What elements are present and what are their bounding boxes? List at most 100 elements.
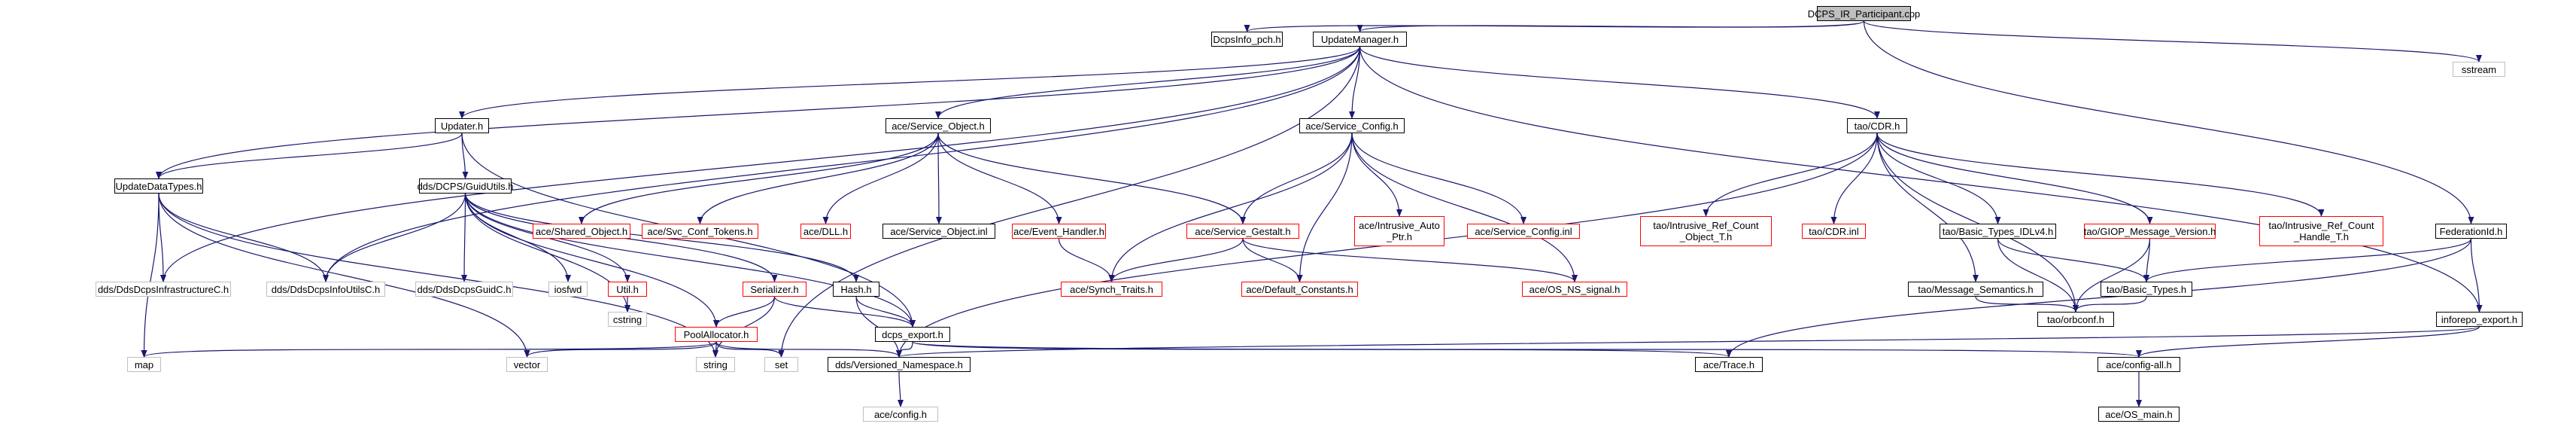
node-ace-synch-traits-h[interactable]: ace/Synch_Traits.h bbox=[1061, 282, 1162, 297]
node-updatemanager-h[interactable]: UpdateManager.h bbox=[1313, 32, 1407, 47]
edge-service_gestalt-to-os_ns_signal bbox=[1242, 238, 1578, 282]
node-dds-dcps-infoutilsc-h[interactable]: dds/DdsDcpsInfoUtilsC.h bbox=[266, 282, 385, 297]
edge-service_config-to-service_gestalt bbox=[1240, 133, 1353, 224]
edge-service_config-to-intrusive_auto_ptr bbox=[1351, 133, 1402, 217]
edge-inforepo_export-to-config_all bbox=[2136, 326, 2480, 358]
edge-federationid-to-inforepo_export bbox=[2470, 238, 2483, 313]
edge-service_gestalt-to-default_constants bbox=[1242, 238, 1303, 282]
edge-updatedatatypes-to-string bbox=[158, 193, 718, 358]
node-string[interactable]: string bbox=[696, 357, 735, 372]
node-dds-dcps-infrastructurec-h[interactable]: dds/DdsDcpsInfrastructureC.h bbox=[96, 282, 231, 297]
edge-service_gestalt-to-synch_traits bbox=[1108, 238, 1244, 282]
node-sstream[interactable]: sstream bbox=[2453, 62, 2505, 77]
node-tao-basic-types-idlv4-h[interactable]: tao/Basic_Types_IDLv4.h bbox=[1940, 224, 2056, 239]
node-dcpsinfo-pch-h[interactable]: DcpsInfo_pch.h bbox=[1211, 32, 1283, 47]
node-util-h[interactable]: Util.h bbox=[608, 282, 647, 297]
node-hash-h[interactable]: Hash.h bbox=[833, 282, 879, 297]
edge-tao_cdr-to-tao_cdr_inl bbox=[1830, 133, 1878, 224]
node-tao-intrusive-ref-count-object-t-h[interactable]: tao/Intrusive_Ref_Count _Object_T.h bbox=[1640, 216, 1772, 246]
node-ace-service-object-inl[interactable]: ace/Service_Object.inl bbox=[882, 224, 995, 239]
node-map[interactable]: map bbox=[127, 357, 161, 372]
edge-root-to-updatemanager bbox=[1356, 20, 1865, 32]
node-poolallocator-h[interactable]: PoolAllocator.h bbox=[675, 327, 758, 342]
node-ace-service-config-inl[interactable]: ace/Service_Config.inl bbox=[1467, 224, 1580, 239]
edge-service_config-to-synch_traits bbox=[1108, 133, 1353, 282]
node-set[interactable]: set bbox=[764, 357, 798, 372]
edge-federationid-to-ace_trace bbox=[1726, 238, 2472, 358]
edge-service_object-to-ace_dll bbox=[822, 133, 939, 224]
node-tao-cdr-inl[interactable]: tao/CDR.inl bbox=[1802, 224, 1866, 239]
edge-updatedatatypes-to-vector bbox=[158, 193, 530, 358]
edge-basic_types-to-orbconf bbox=[2073, 296, 2147, 313]
edge-updatemanager-to-updater bbox=[459, 46, 1361, 119]
edge-service_config-to-os_ns_signal bbox=[1351, 133, 1578, 282]
node-ace-dll-h[interactable]: ace/DLL.h bbox=[800, 224, 851, 239]
edge-updatedatatypes-to-map bbox=[141, 193, 159, 358]
edge-tao_cdr-to-giop_message_version bbox=[1876, 133, 2153, 224]
node-updatedatatypes-h[interactable]: UpdateDataTypes.h bbox=[114, 178, 203, 194]
node-ace-default-constants-h[interactable]: ace/Default_Constants.h bbox=[1241, 282, 1358, 297]
edge-poolallocator-to-string bbox=[712, 341, 719, 358]
edge-federationid-to-basic_types bbox=[2143, 238, 2472, 282]
edge-guidutils-to-dcps_export bbox=[464, 193, 916, 328]
edge-basic_types_idlv4-to-basic_types bbox=[1997, 238, 2149, 282]
edge-poolallocator-to-map bbox=[141, 341, 717, 358]
edge-tao_cdr-to-orbconf bbox=[1876, 133, 2079, 313]
node-tao-cdr-h[interactable]: tao/CDR.h bbox=[1847, 118, 1907, 133]
edge-tao_cdr-to-message_semantics bbox=[1876, 133, 1979, 282]
node-federationid-h[interactable]: FederationId.h bbox=[2435, 224, 2507, 239]
node-tao-giop-message-version-h[interactable]: tao/GIOP_Message_Version.h bbox=[2084, 224, 2216, 239]
edge-updatemanager-to-updatedatatypes bbox=[156, 46, 1361, 179]
edge-updatemanager-to-infrastructurec bbox=[160, 46, 1361, 282]
node-dcps-export-h[interactable]: dcps_export.h bbox=[875, 327, 950, 342]
edge-service_object-to-event_handler bbox=[937, 133, 1062, 224]
node-ace-config-h[interactable]: ace/config.h bbox=[863, 407, 938, 422]
edge-tao_cdr-to-intrusive_ref_count_handle bbox=[1876, 133, 2325, 217]
node-ace-service-object-h[interactable]: ace/Service_Object.h bbox=[886, 118, 991, 133]
node-tao-orbconf-h[interactable]: tao/orbconf.h bbox=[2037, 312, 2114, 327]
edge-tao_cdr-to-basic_types_idlv4 bbox=[1876, 133, 2001, 224]
edge-versioned_namespace-to-ace_config bbox=[897, 371, 904, 407]
node-dds-dcps-guidc-h[interactable]: dds/DdsDcpsGuidC.h bbox=[415, 282, 513, 297]
edge-root-to-sstream bbox=[1863, 20, 2482, 63]
node-iosfwd[interactable]: iosfwd bbox=[548, 282, 588, 297]
edge-service_config-to-default_constants bbox=[1296, 133, 1353, 282]
edge-poolallocator-to-versioned_namespace bbox=[715, 341, 902, 358]
node-ace-event-handler-h[interactable]: ace/Event_Handler.h bbox=[1012, 224, 1106, 239]
edge-updatemanager-to-set bbox=[778, 46, 1361, 358]
node-dcps-ir-participant-cpp[interactable]: DCPS_IR_Participant.cpp bbox=[1808, 6, 1920, 21]
node-tao-message-semantics-h[interactable]: tao/Message_Semantics.h bbox=[1908, 282, 2043, 297]
node-ace-service-gestalt-h[interactable]: ace/Service_Gestalt.h bbox=[1186, 224, 1299, 239]
edge-inforepo_export-to-versioned_namespace bbox=[896, 326, 2480, 358]
node-inforepo-export-h[interactable]: inforepo_export.h bbox=[2436, 312, 2523, 327]
edge-dcps_export-to-versioned_namespace bbox=[896, 341, 913, 358]
node-ace-service-config-h[interactable]: ace/Service_Config.h bbox=[1299, 118, 1405, 133]
node-serializer-h[interactable]: Serializer.h bbox=[743, 282, 807, 297]
node-dds-dcps-guidutils-h[interactable]: dds/DCPS/GuidUtils.h bbox=[418, 178, 513, 194]
node-ace-config-all-h[interactable]: ace/config-all.h bbox=[2098, 357, 2180, 372]
edge-serializer-to-dcps_export bbox=[773, 296, 916, 328]
edge-updatemanager-to-service_config bbox=[1349, 46, 1361, 119]
node-ace-trace-h[interactable]: ace/Trace.h bbox=[1695, 357, 1763, 372]
node-tao-intrusive-ref-count-handle-t-h[interactable]: tao/Intrusive_Ref_Count _Handle_T.h bbox=[2259, 216, 2383, 246]
edge-service_object-to-service_object_inl bbox=[935, 133, 942, 224]
node-ace-shared-object-h[interactable]: ace/Shared_Object.h bbox=[533, 224, 630, 239]
node-ace-svc-conf-tokens-h[interactable]: ace/Svc_Conf_Tokens.h bbox=[642, 224, 758, 239]
edge-dcps_export-to-config_all bbox=[912, 341, 2142, 358]
node-tao-basic-types-h[interactable]: tao/Basic_Types.h bbox=[2101, 282, 2192, 297]
edge-updatemanager-to-infoutilsc bbox=[323, 46, 1361, 282]
edge-hash-to-dcps_export bbox=[855, 296, 916, 328]
edge-serializer-to-poolallocator bbox=[713, 296, 776, 328]
node-cstring[interactable]: cstring bbox=[608, 312, 647, 327]
edge-root-to-federationid bbox=[1863, 20, 2474, 224]
edge-updatemanager-to-service_object bbox=[935, 46, 1361, 119]
node-ace-os-main-h[interactable]: ace/OS_main.h bbox=[2098, 407, 2180, 422]
edge-guidutils-to-infoutilsc bbox=[323, 193, 466, 282]
node-updater-h[interactable]: Updater.h bbox=[435, 118, 489, 133]
node-dds-versioned-namespace-h[interactable]: dds/Versioned_Namespace.h bbox=[828, 357, 971, 372]
node-vector[interactable]: vector bbox=[506, 357, 548, 372]
node-ace-intrusive-auto-ptr-h[interactable]: ace/Intrusive_Auto _Ptr.h bbox=[1354, 216, 1444, 246]
node-ace-os-ns-signal-h[interactable]: ace/OS_NS_signal.h bbox=[1522, 282, 1627, 297]
